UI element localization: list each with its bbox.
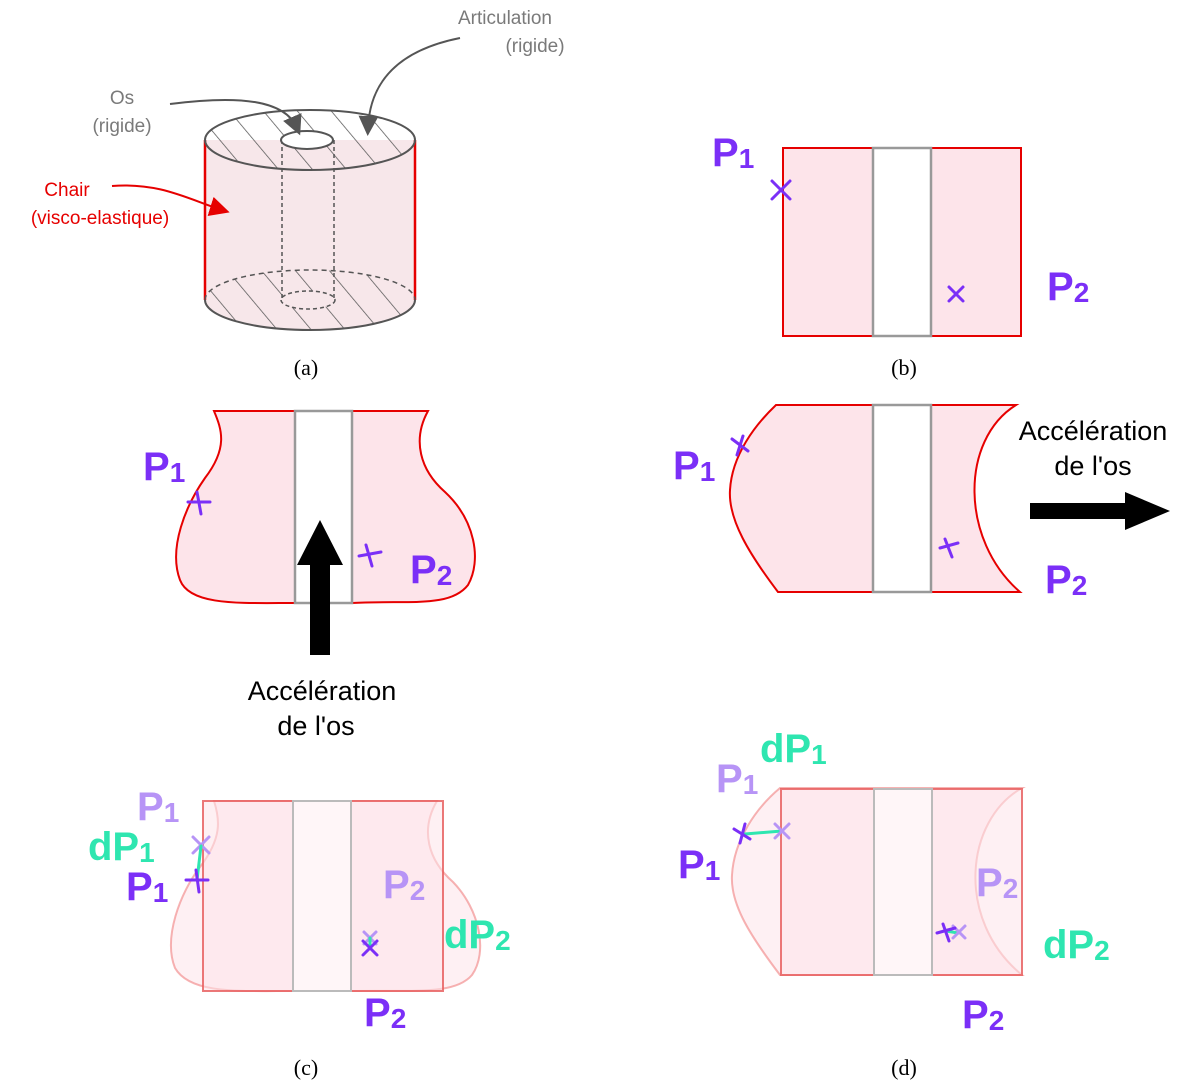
- label-p1: P1: [673, 444, 715, 488]
- label-os: Os: [110, 88, 134, 109]
- point-p1-marker: [730, 434, 750, 457]
- label-p2: P2: [1047, 265, 1089, 309]
- label-acceleration-line2: de l'os: [1054, 451, 1131, 481]
- label-dp2: dP2: [1043, 923, 1110, 967]
- point-p1-original-marker: [773, 822, 791, 840]
- point-p1-marker: [184, 868, 210, 894]
- panel-horizontal-acceleration: P1 P2 Accélération de l'os: [673, 403, 1170, 602]
- point-p2-marker: [361, 939, 379, 957]
- panel-vertical-acceleration: P1 P2 Accélération de l'os: [143, 409, 476, 741]
- bone-top: [280, 130, 334, 150]
- panel-d: dP1 P1 P1 P2 dP2 P2 (d): [678, 727, 1110, 1080]
- panel-c: P1 dP1 P1 P2 dP2 P2 (c): [88, 785, 511, 1080]
- label-p1: P1: [678, 843, 720, 887]
- cylinder-bottom-back: [204, 269, 416, 301]
- point-p1-marker: [770, 179, 792, 201]
- label-acceleration-line1: Accélération: [248, 676, 397, 706]
- label-acceleration-line1: Accélération: [1019, 416, 1168, 446]
- point-p1-marker: [732, 822, 752, 845]
- label-acceleration-line2: de l'os: [277, 711, 354, 741]
- label-p1-original: P1: [716, 757, 758, 801]
- label-os-sub: (rigide): [92, 116, 151, 137]
- point-p2-marker: [938, 537, 960, 559]
- label-p2: P2: [1045, 558, 1087, 602]
- label-p1-original: P1: [137, 785, 179, 829]
- panel-b: P1 P2 (b): [712, 131, 1089, 380]
- label-dp1: dP1: [760, 727, 827, 771]
- label-p1: P1: [143, 445, 185, 489]
- point-p2-marker: [947, 285, 965, 303]
- point-p2-marker: [357, 543, 383, 568]
- label-dp2: dP2: [444, 913, 511, 957]
- bone-rect: [873, 788, 933, 976]
- label-p2: P2: [410, 548, 452, 592]
- point-p2-marker: [935, 922, 957, 943]
- bone-rect: [292, 800, 352, 992]
- arrow-articulation: [358, 37, 461, 136]
- label-dp1: dP1: [88, 825, 155, 869]
- label-chair-sub: (visco-elastique): [31, 208, 169, 229]
- label-p1: P1: [126, 865, 168, 909]
- label-p2-original: P2: [383, 863, 425, 907]
- label-articulation-sub: (rigide): [505, 36, 564, 57]
- acceleration-arrow-up: [297, 520, 343, 655]
- bone-rect: [871, 146, 933, 338]
- label-p2: P2: [962, 993, 1004, 1037]
- displacement-dp1: [743, 829, 784, 836]
- label-p2: P2: [364, 991, 406, 1035]
- caption-c: (c): [294, 1055, 318, 1080]
- caption-a: (a): [294, 355, 318, 380]
- caption-d: (d): [891, 1055, 917, 1080]
- point-p1-marker: [186, 490, 212, 516]
- label-p1: P1: [712, 131, 754, 175]
- label-chair: Chair: [44, 180, 90, 201]
- panel-a: Articulation (rigide) Os (rigide) Chair …: [31, 8, 565, 380]
- label-articulation: Articulation: [458, 8, 552, 29]
- bone-bottom: [280, 290, 336, 310]
- arrow-chair: [111, 184, 230, 216]
- acceleration-arrow-right: [1030, 492, 1170, 530]
- label-p2-original: P2: [976, 861, 1018, 905]
- caption-b: (b): [891, 355, 917, 380]
- arrow-os: [169, 98, 302, 136]
- cylinder-bottom-front: [204, 299, 416, 331]
- bone-rect: [871, 403, 933, 594]
